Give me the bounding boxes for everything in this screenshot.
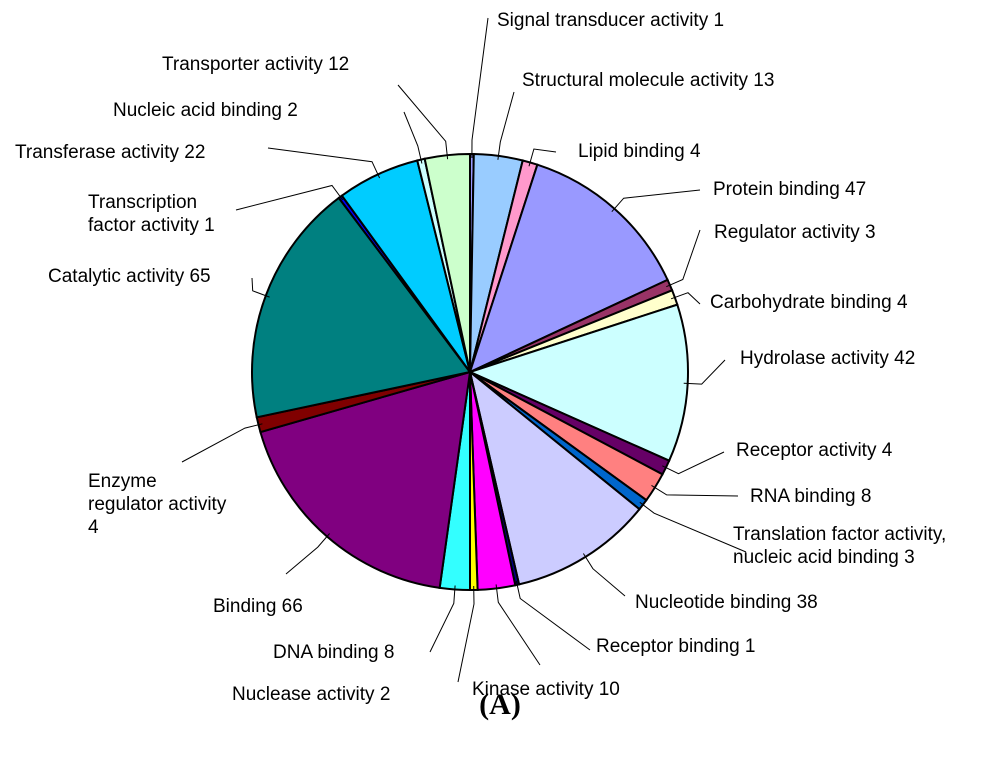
- leader-line: [582, 553, 626, 597]
- leader-line: [285, 533, 330, 575]
- slice-labels: Signal transducer activity 1 Structural m…: [15, 10, 946, 705]
- slice-label: Translation factor activity,nucleic acid…: [733, 524, 946, 568]
- leader-line: [683, 359, 726, 385]
- leader-line: [471, 17, 489, 159]
- slice-label-line: factor activity 1: [88, 215, 215, 236]
- leader-line: [528, 148, 557, 167]
- slice-label: Lipid binding 4: [578, 141, 701, 162]
- slice-label-line: Signal transducer activity 1: [497, 10, 724, 31]
- slice-label-line: DNA binding 8: [273, 642, 394, 663]
- slice-label-line: Catalytic activity 65: [48, 266, 211, 287]
- slice-label: Receptor activity 4: [736, 440, 893, 461]
- slice-label: RNA binding 8: [750, 486, 871, 507]
- slice-label-line: Protein binding 47: [713, 179, 866, 200]
- slice-label-line: nucleic acid binding 3: [733, 547, 915, 568]
- slice-label-line: Receptor binding 1: [596, 636, 756, 657]
- leader-line: [662, 451, 725, 475]
- leader-lines: [181, 17, 747, 683]
- slice-label-line: Hydrolase activity 42: [740, 348, 915, 369]
- leader-line: [515, 580, 591, 651]
- slice-label-line: Regulator activity 3: [714, 222, 876, 243]
- slice-label: Signal transducer activity 1: [497, 10, 724, 31]
- slice-label: Nuclease activity 2: [232, 684, 390, 705]
- leader-line: [397, 84, 449, 160]
- slice-label-line: Nucleotide binding 38: [635, 592, 818, 613]
- leader-line: [670, 292, 701, 305]
- slice-label: Transferase activity 22: [15, 142, 205, 163]
- slice-label: Carbohydrate binding 4: [710, 292, 908, 313]
- slice-label: Structural molecule activity 13: [522, 70, 774, 91]
- slice-label: Binding 66: [213, 596, 303, 617]
- slice-label: DNA binding 8: [273, 642, 394, 663]
- pie-slices: [251, 152, 689, 592]
- slice-label-line: Nucleic acid binding 2: [113, 100, 298, 121]
- slice-label-line: RNA binding 8: [750, 486, 871, 507]
- slice-label-line: Carbohydrate binding 4: [710, 292, 908, 313]
- slice-label-line: Receptor activity 4: [736, 440, 893, 461]
- leader-line: [611, 189, 701, 213]
- leader-line: [267, 147, 381, 179]
- slice-label: Nucleotide binding 38: [635, 592, 818, 613]
- figure-label: (A): [479, 688, 521, 721]
- slice-label-line: Transferase activity 22: [15, 142, 205, 163]
- leader-line: [639, 501, 747, 553]
- slice-label: Hydrolase activity 42: [740, 348, 915, 369]
- slice-label: Transporter activity 12: [162, 54, 349, 75]
- slice-label-line: 4: [88, 517, 99, 538]
- leader-line: [403, 111, 423, 164]
- leader-line: [497, 91, 515, 160]
- slice-label: Kinase activity 10: [472, 679, 620, 700]
- leader-line: [651, 484, 739, 497]
- slice-label: Protein binding 47: [713, 179, 866, 200]
- leader-line: [495, 584, 541, 666]
- slice-label: Catalytic activity 65: [48, 266, 211, 287]
- slice-label: Nucleic acid binding 2: [113, 100, 298, 121]
- slice-label: Regulator activity 3: [714, 222, 876, 243]
- slice-label-line: Enzyme: [88, 471, 157, 492]
- slice-label-line: regulator activity: [88, 494, 227, 515]
- slice-label-line: Nuclease activity 2: [232, 684, 390, 705]
- leader-line: [181, 423, 263, 463]
- leader-line: [666, 229, 701, 288]
- leader-line: [429, 585, 456, 653]
- slice-label-line: Transporter activity 12: [162, 54, 349, 75]
- slice-label-line: Lipid binding 4: [578, 141, 701, 162]
- slice-label-line: Structural molecule activity 13: [522, 70, 774, 91]
- leader-line: [457, 585, 475, 683]
- slice-label: Receptor binding 1: [596, 636, 756, 657]
- leader-line: [251, 277, 270, 298]
- slice-label-line: Transcription: [88, 192, 197, 213]
- slice-label-line: Translation factor activity,: [733, 524, 946, 545]
- leader-line: [235, 184, 344, 211]
- slice-label-line: Kinase activity 10: [472, 679, 620, 700]
- slice-label-line: Binding 66: [213, 596, 303, 617]
